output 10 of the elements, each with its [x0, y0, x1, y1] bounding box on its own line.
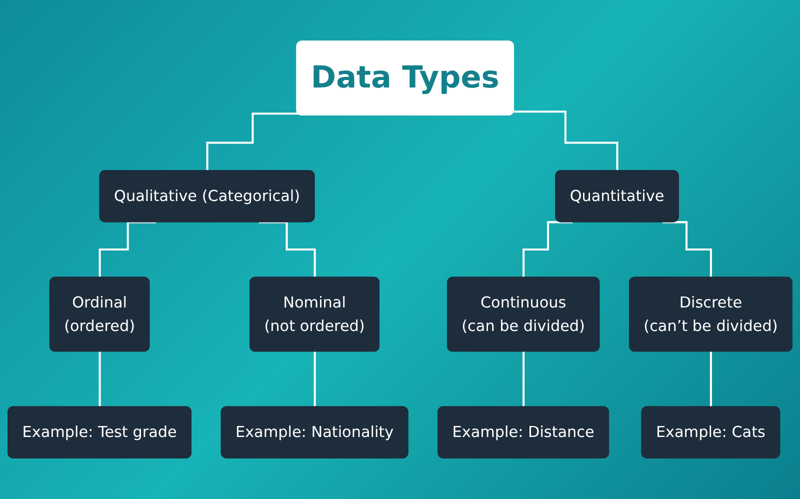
connector [206, 112, 298, 172]
connector [514, 110, 618, 172]
connector [98, 350, 102, 408]
connector [259, 221, 316, 279]
connector [522, 221, 573, 279]
connector [98, 221, 156, 279]
connector [314, 350, 316, 408]
connector [662, 221, 712, 279]
connector [710, 350, 712, 408]
connector [522, 350, 525, 408]
